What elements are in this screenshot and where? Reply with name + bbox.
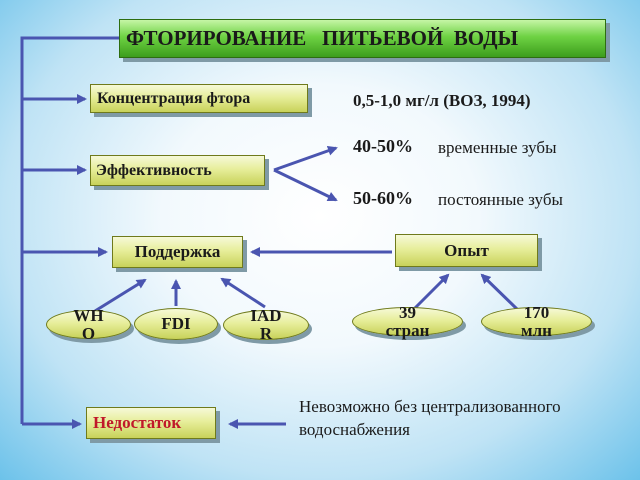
experience-box: Опыт — [395, 234, 538, 267]
support-box: Поддержка — [112, 236, 243, 268]
concentration-label: Концентрация фтора — [97, 89, 251, 107]
arrow-to-temporary — [273, 145, 338, 172]
experience-people: 170 млн — [481, 303, 592, 339]
concentration-box: Концентрация фтора — [90, 84, 308, 113]
effectiveness-label: Эффективность — [96, 161, 212, 179]
org-fdi: FDI — [134, 308, 218, 340]
title-box: ФТОРИРОВАНИЕ ПИТЬЕВОЙ ВОДЫ — [119, 19, 606, 58]
experience-countries-label: 39 стран — [385, 302, 430, 340]
effectiveness-box: Эффективность — [90, 155, 265, 186]
drawback-text-line1: Невозможно без централизованного — [299, 397, 561, 416]
experience-people-label: 170 млн — [521, 302, 552, 340]
permanent-teeth: постоянные зубы — [438, 190, 563, 209]
arrow-who-to-support — [94, 278, 147, 313]
experience-label: Опыт — [444, 240, 489, 260]
spine-line — [20, 36, 119, 424]
drawback-text-line2: водоснабжения — [299, 420, 410, 439]
arrow-iadr-to-support — [220, 277, 266, 309]
concentration-value: 0,5-1,0 мг/л (ВОЗ, 1994) — [353, 91, 531, 110]
arrow-countries-to-experience — [411, 273, 450, 312]
arrow-people-to-experience — [480, 273, 520, 312]
permanent-percent: 50-60% — [353, 188, 413, 208]
arrow-to-permanent — [273, 168, 338, 202]
org-who-label: WHO — [73, 305, 104, 343]
drawback-label: Недостаток — [93, 413, 182, 432]
page-title: ФТОРИРОВАНИЕ ПИТЬЕВОЙ ВОДЫ — [126, 26, 519, 50]
drawback-box: Недостаток — [86, 407, 216, 439]
temporary-percent: 40-50% — [353, 136, 413, 156]
support-label: Поддержка — [134, 242, 221, 261]
experience-countries: 39 стран — [352, 303, 463, 339]
temporary-teeth: временные зубы — [438, 138, 557, 157]
org-iadr-label: IADR — [250, 306, 282, 343]
org-iadr: IADR — [223, 306, 309, 343]
org-fdi-label: FDI — [161, 314, 191, 333]
org-who: WHO — [46, 306, 131, 342]
